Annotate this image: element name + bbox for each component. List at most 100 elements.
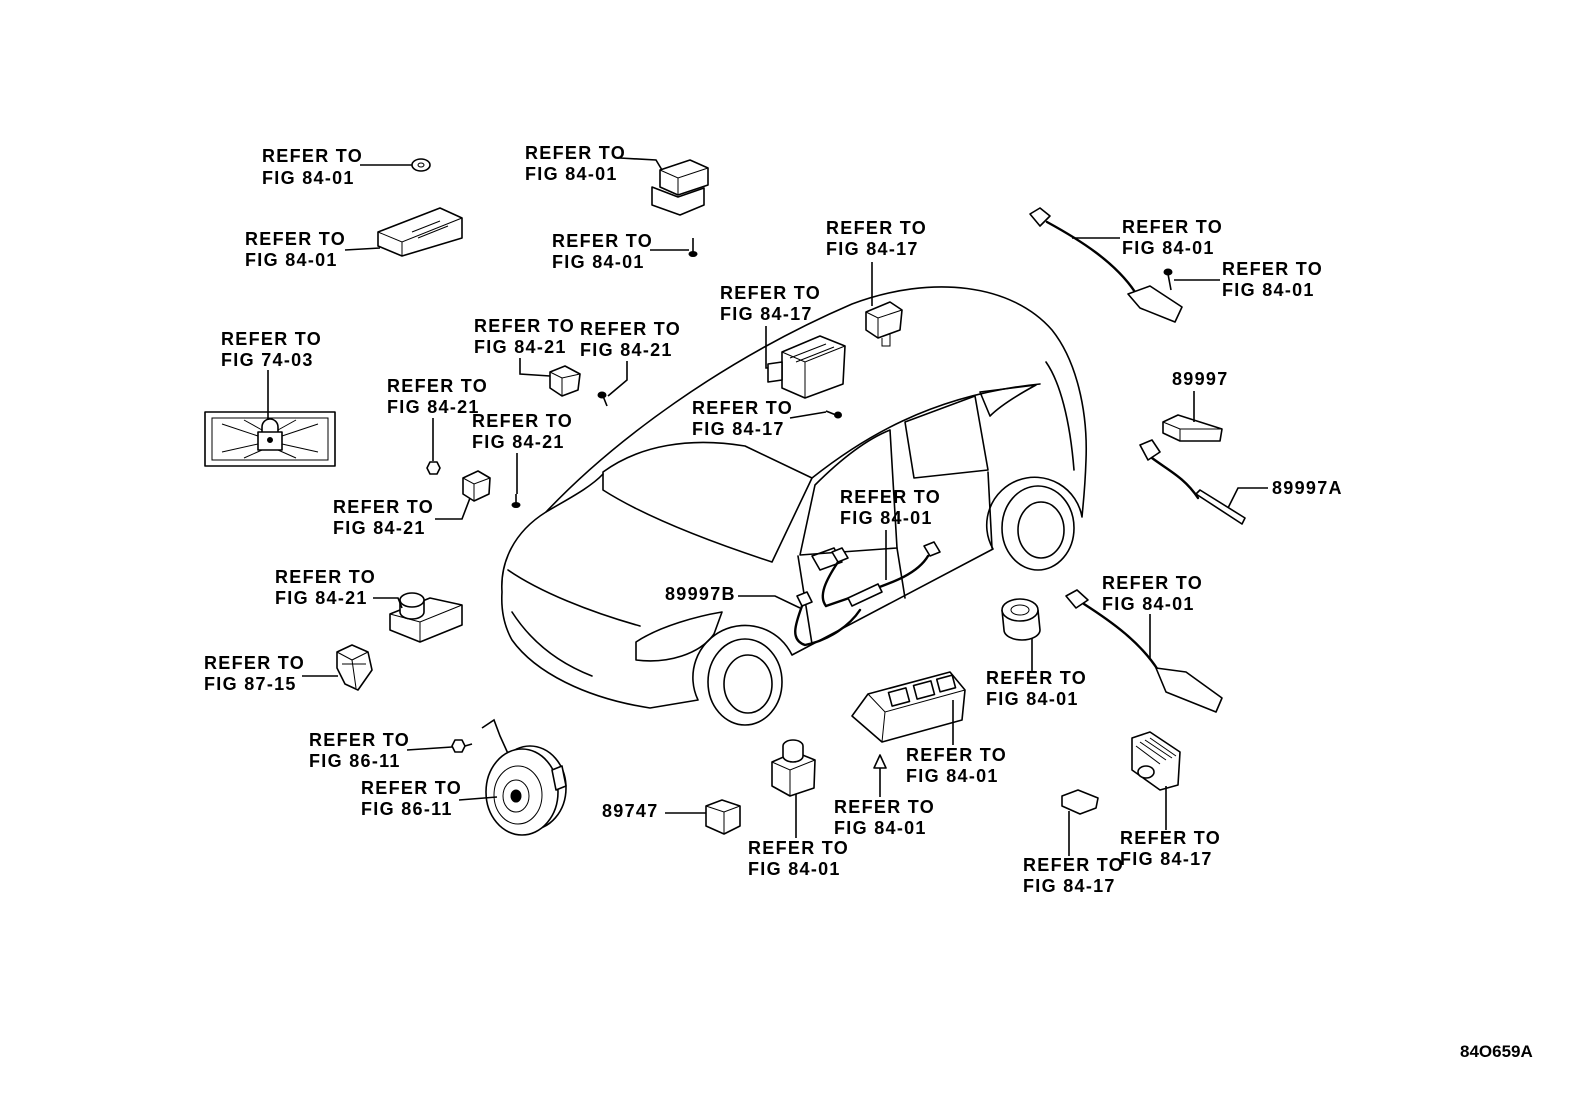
callout: REFER TO FIG 84-01 (986, 668, 1087, 709)
leader-line (406, 746, 453, 751)
callout-line-2: FIG 84-21 (472, 432, 565, 452)
push-switch-edge (771, 759, 816, 796)
callout-line-2: FIG 84-01 (906, 766, 999, 786)
screw-head (834, 411, 842, 419)
parts (204, 158, 1246, 836)
leader-line (344, 247, 381, 251)
callout-line-2: FIG 84-01 (245, 250, 338, 270)
hex-nut (426, 461, 441, 475)
callout-line-2: FIG 84-21 (275, 588, 368, 608)
sensor-89997a-connector (1139, 439, 1161, 461)
callout-line-1: REFER TO (826, 218, 927, 238)
cylinder-part-top (1001, 598, 1039, 622)
horn-body (485, 748, 559, 836)
callout-line-1: REFER TO (1222, 259, 1323, 279)
screw-head (597, 391, 607, 399)
callout: REFER TO FIG 84-01 (840, 487, 941, 528)
callout-line-2: FIG 84-21 (387, 397, 480, 417)
callout: REFER TO FIG 84-01 (1102, 573, 1202, 614)
grille-line (511, 611, 593, 677)
callout-line-2: FIG 84-21 (333, 518, 426, 538)
cable-connector (1065, 589, 1089, 609)
callout-line-2: FIG 84-01 (748, 859, 841, 879)
callout-line-2: FIG 84-01 (525, 164, 618, 184)
leader-line (619, 157, 663, 171)
callout: REFER TO FIG 84-21 (333, 497, 433, 538)
callout: REFER TO FIG 84-17 (1120, 828, 1220, 869)
b-pillar-seam (896, 547, 906, 599)
keyhole-icon (267, 437, 273, 443)
switch-edge (659, 167, 709, 195)
rear-door-window (904, 395, 989, 479)
horn-bracket (481, 718, 511, 759)
actuator-part-edge (336, 651, 369, 689)
callout: REFER TO FIG 87-15 (204, 653, 304, 694)
callout: REFER TO FIG 84-17 (720, 283, 820, 324)
callout: REFER TO FIG 84-01 (552, 231, 653, 272)
vehicle-outline (500, 286, 1088, 726)
sensor-plate-knob (1137, 765, 1155, 779)
callout-line-1: REFER TO (262, 146, 363, 166)
callout-line-1: REFER TO (840, 487, 941, 507)
roof-rail-line (811, 383, 1041, 479)
switch-top (659, 159, 709, 196)
sensor-part-edge (549, 371, 581, 396)
callout: REFER TO FIG 84-01 (906, 745, 1007, 786)
front-tire (707, 638, 783, 726)
callout-line-1: REFER TO (986, 668, 1087, 688)
cable-connector (1029, 207, 1051, 227)
switch-base (651, 186, 705, 216)
callout-line-1: REFER TO (1023, 855, 1124, 875)
callout-line-2: FIG 84-01 (834, 818, 927, 838)
windshield (602, 441, 813, 563)
callout-line-2: FIG 74-03 (221, 350, 314, 370)
part-number-89997a: 89997A (1272, 478, 1343, 498)
switch-knob-top (399, 592, 425, 608)
control-unit-bracket (767, 361, 783, 383)
callout-line-1: REFER TO (552, 231, 653, 251)
indicator-panel-inner (211, 417, 329, 461)
callout: REFER TO FIG 84-01 (245, 229, 345, 270)
callout-line-2: FIG 84-01 (1122, 238, 1215, 258)
leader-line (765, 326, 768, 369)
cable-sensor-body (1155, 667, 1223, 713)
harness-connector-upper (923, 541, 941, 557)
callout-line-1: REFER TO (580, 319, 681, 339)
callout-line-1: REFER TO (834, 797, 935, 817)
callout-line-2: FIG 86-11 (361, 799, 453, 819)
callout-line-2: FIG 84-21 (580, 340, 673, 360)
sensor-89997-edge (1162, 421, 1222, 441)
switch-block-button (912, 680, 936, 700)
vehicle-body (500, 286, 1088, 709)
cable-sensor-body (1127, 285, 1183, 323)
callout: REFER TO FIG 84-01 (1222, 259, 1323, 300)
callout-line-1: REFER TO (692, 398, 793, 418)
callout-line-2: FIG 84-01 (1102, 594, 1195, 614)
callout-line-1: REFER TO (748, 838, 849, 858)
callout-line-1: REFER TO (1122, 217, 1223, 237)
switch-block-button (887, 687, 911, 707)
indicator-rays (221, 419, 319, 459)
part-number-89997: 89997 (1172, 369, 1229, 389)
screw-head (511, 502, 521, 508)
switch-unit-edge (389, 604, 463, 642)
callout-line-1: REFER TO (906, 745, 1007, 765)
callout-line-2: FIG 84-17 (1120, 849, 1213, 869)
leader-line (519, 358, 551, 377)
part-number-89997b: 89997B (665, 584, 736, 604)
small-clip (1061, 789, 1099, 815)
callout: REFER TO FIG 74-03 (221, 329, 321, 370)
callout: REFER TO FIG 84-01 (1122, 217, 1223, 258)
actuator-part (336, 644, 373, 691)
callout-line-2: FIG 84-01 (840, 508, 933, 528)
harness-wire (824, 554, 930, 608)
connector-block-edge (377, 217, 463, 256)
callout-line-1: REFER TO (309, 730, 410, 750)
sensor-housing-edge (865, 309, 903, 347)
cylinder-part-inner (1010, 604, 1030, 616)
rear-wheel-hub (1017, 501, 1065, 559)
callout-line-1: REFER TO (275, 567, 376, 587)
nut-part (411, 158, 431, 172)
callout-line-1: REFER TO (474, 316, 575, 336)
leader-line (789, 411, 827, 419)
